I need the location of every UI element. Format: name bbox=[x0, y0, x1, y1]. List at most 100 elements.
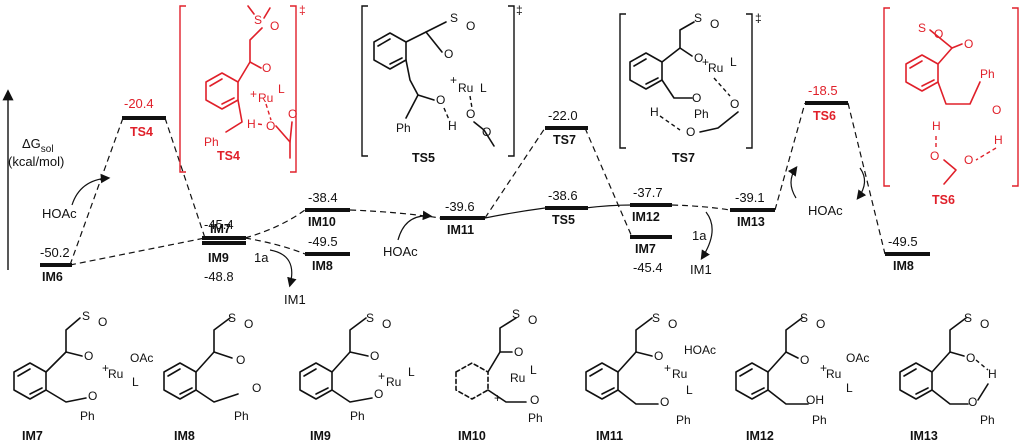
svg-text:+: + bbox=[494, 391, 501, 405]
svg-text:O: O bbox=[252, 381, 261, 395]
svg-text:O: O bbox=[244, 317, 253, 331]
svg-text:IM13: IM13 bbox=[737, 215, 765, 229]
energy-axis: ΔGsol (kcal/mol) bbox=[2, 89, 64, 270]
svg-text:O: O bbox=[980, 317, 989, 331]
svg-text:L: L bbox=[846, 381, 853, 395]
svg-text:TS6: TS6 bbox=[813, 109, 836, 123]
svg-text:-37.7: -37.7 bbox=[633, 185, 663, 200]
svg-text:H: H bbox=[247, 117, 256, 131]
svg-text:O: O bbox=[694, 51, 703, 65]
svg-text:O: O bbox=[668, 317, 677, 331]
svg-text:O: O bbox=[968, 395, 977, 409]
svg-text:OH: OH bbox=[806, 393, 824, 407]
svg-text:L: L bbox=[480, 81, 487, 95]
svg-text:IM9: IM9 bbox=[208, 251, 229, 265]
svg-text:TS7: TS7 bbox=[553, 133, 576, 147]
svg-text:+: + bbox=[250, 87, 257, 101]
svg-text:HOAc: HOAc bbox=[684, 343, 716, 357]
im11-structure: S O O + Ru HOAc L O Ph IM11 bbox=[585, 311, 716, 443]
svg-text:IM12: IM12 bbox=[746, 429, 774, 443]
svg-text:O: O bbox=[710, 17, 719, 31]
svg-text:S: S bbox=[450, 11, 458, 25]
svg-text:O: O bbox=[444, 47, 453, 61]
energy-levels bbox=[40, 101, 930, 267]
reaction-paths bbox=[69, 102, 886, 266]
svg-text:O: O bbox=[370, 349, 379, 363]
svg-text:-20.4: -20.4 bbox=[124, 96, 154, 111]
svg-text:Ph: Ph bbox=[234, 409, 249, 423]
svg-text:Ph: Ph bbox=[980, 413, 995, 427]
level-labels: -50.2 IM6 -20.4 TS4 -45.4 IM7 IM9 -48.8 … bbox=[40, 83, 918, 284]
im8-structure: S O O O Ph IM8 bbox=[163, 311, 261, 443]
svg-text:TS5: TS5 bbox=[412, 151, 435, 165]
svg-text:IM7: IM7 bbox=[22, 429, 43, 443]
svg-text:‡: ‡ bbox=[755, 11, 762, 25]
svg-text:HOAc: HOAc bbox=[808, 203, 843, 218]
svg-text:OAc: OAc bbox=[130, 351, 153, 365]
svg-text:S: S bbox=[800, 311, 808, 325]
svg-text:S: S bbox=[918, 21, 926, 35]
svg-text:S: S bbox=[964, 311, 972, 325]
svg-text:Ph: Ph bbox=[528, 411, 543, 425]
ts4-structure: ‡ S O O + Ru L Ph TS4 H O O bbox=[179, 3, 306, 173]
svg-text:-38.4: -38.4 bbox=[308, 190, 338, 205]
svg-text:IM11: IM11 bbox=[596, 429, 623, 443]
svg-text:Ru: Ru bbox=[672, 367, 687, 381]
svg-text:O: O bbox=[262, 61, 271, 75]
svg-text:O: O bbox=[374, 387, 383, 401]
svg-text:O: O bbox=[692, 91, 701, 105]
svg-text:IM10: IM10 bbox=[458, 429, 486, 443]
svg-text:L: L bbox=[530, 363, 537, 377]
svg-text:Ph: Ph bbox=[812, 413, 827, 427]
svg-text:H: H bbox=[994, 133, 1003, 147]
svg-text:O: O bbox=[686, 125, 695, 139]
svg-text:Ru: Ru bbox=[458, 81, 473, 95]
svg-text:-22.0: -22.0 bbox=[548, 108, 578, 123]
svg-text:O: O bbox=[816, 317, 825, 331]
svg-text:Ph: Ph bbox=[80, 409, 95, 423]
svg-text:H: H bbox=[932, 119, 941, 133]
svg-text:Ru: Ru bbox=[108, 367, 123, 381]
svg-text:Ru: Ru bbox=[708, 61, 723, 75]
svg-text:L: L bbox=[686, 383, 693, 397]
svg-text:TS4: TS4 bbox=[130, 125, 153, 139]
axis-unit: (kcal/mol) bbox=[8, 154, 64, 169]
im13-structure: S O O H O Ph IM13 bbox=[899, 311, 997, 443]
svg-text:S: S bbox=[228, 311, 236, 325]
svg-text:TS5: TS5 bbox=[552, 213, 575, 227]
axis-label: ΔGsol bbox=[22, 136, 54, 155]
svg-text:O: O bbox=[800, 353, 809, 367]
svg-text:+: + bbox=[664, 361, 671, 375]
im7-structure: S O O Ru + OAc L O Ph IM7 bbox=[13, 309, 153, 443]
svg-text:S: S bbox=[694, 11, 702, 25]
svg-text:-39.6: -39.6 bbox=[445, 199, 475, 214]
svg-text:IM8: IM8 bbox=[893, 259, 914, 273]
svg-text:O: O bbox=[84, 349, 93, 363]
svg-text:O: O bbox=[236, 353, 245, 367]
svg-text:Ru: Ru bbox=[826, 367, 841, 381]
svg-text:O: O bbox=[466, 107, 475, 121]
svg-text:O: O bbox=[966, 351, 975, 365]
reagent-annotations: HOAc 1a IM1 HOAc 1a IM1 HOAc bbox=[42, 166, 867, 307]
svg-text:O: O bbox=[88, 389, 97, 403]
svg-text:H: H bbox=[650, 105, 659, 119]
svg-text:-49.5: -49.5 bbox=[308, 234, 338, 249]
im9-structure: S O O + Ru L O Ph IM9 bbox=[299, 311, 415, 443]
svg-text:Ph: Ph bbox=[350, 409, 365, 423]
svg-text:O: O bbox=[964, 37, 973, 51]
svg-text:O: O bbox=[934, 27, 943, 41]
svg-text:Ru: Ru bbox=[510, 371, 525, 385]
svg-text:O: O bbox=[530, 393, 539, 407]
svg-text:IM11: IM11 bbox=[447, 223, 474, 237]
svg-text:-49.5: -49.5 bbox=[888, 234, 918, 249]
svg-text:S: S bbox=[512, 307, 520, 321]
svg-text:IM7: IM7 bbox=[635, 242, 656, 256]
svg-text:OAc: OAc bbox=[846, 351, 869, 365]
svg-text:IM10: IM10 bbox=[308, 215, 336, 229]
svg-text:TS6: TS6 bbox=[932, 193, 955, 207]
svg-text:-50.2: -50.2 bbox=[40, 245, 70, 260]
svg-text:H: H bbox=[988, 367, 997, 381]
intermediate-structures: S O O Ru + OAc L O Ph IM7 S O O O Ph IM bbox=[13, 307, 997, 443]
svg-text:-38.6: -38.6 bbox=[548, 188, 578, 203]
